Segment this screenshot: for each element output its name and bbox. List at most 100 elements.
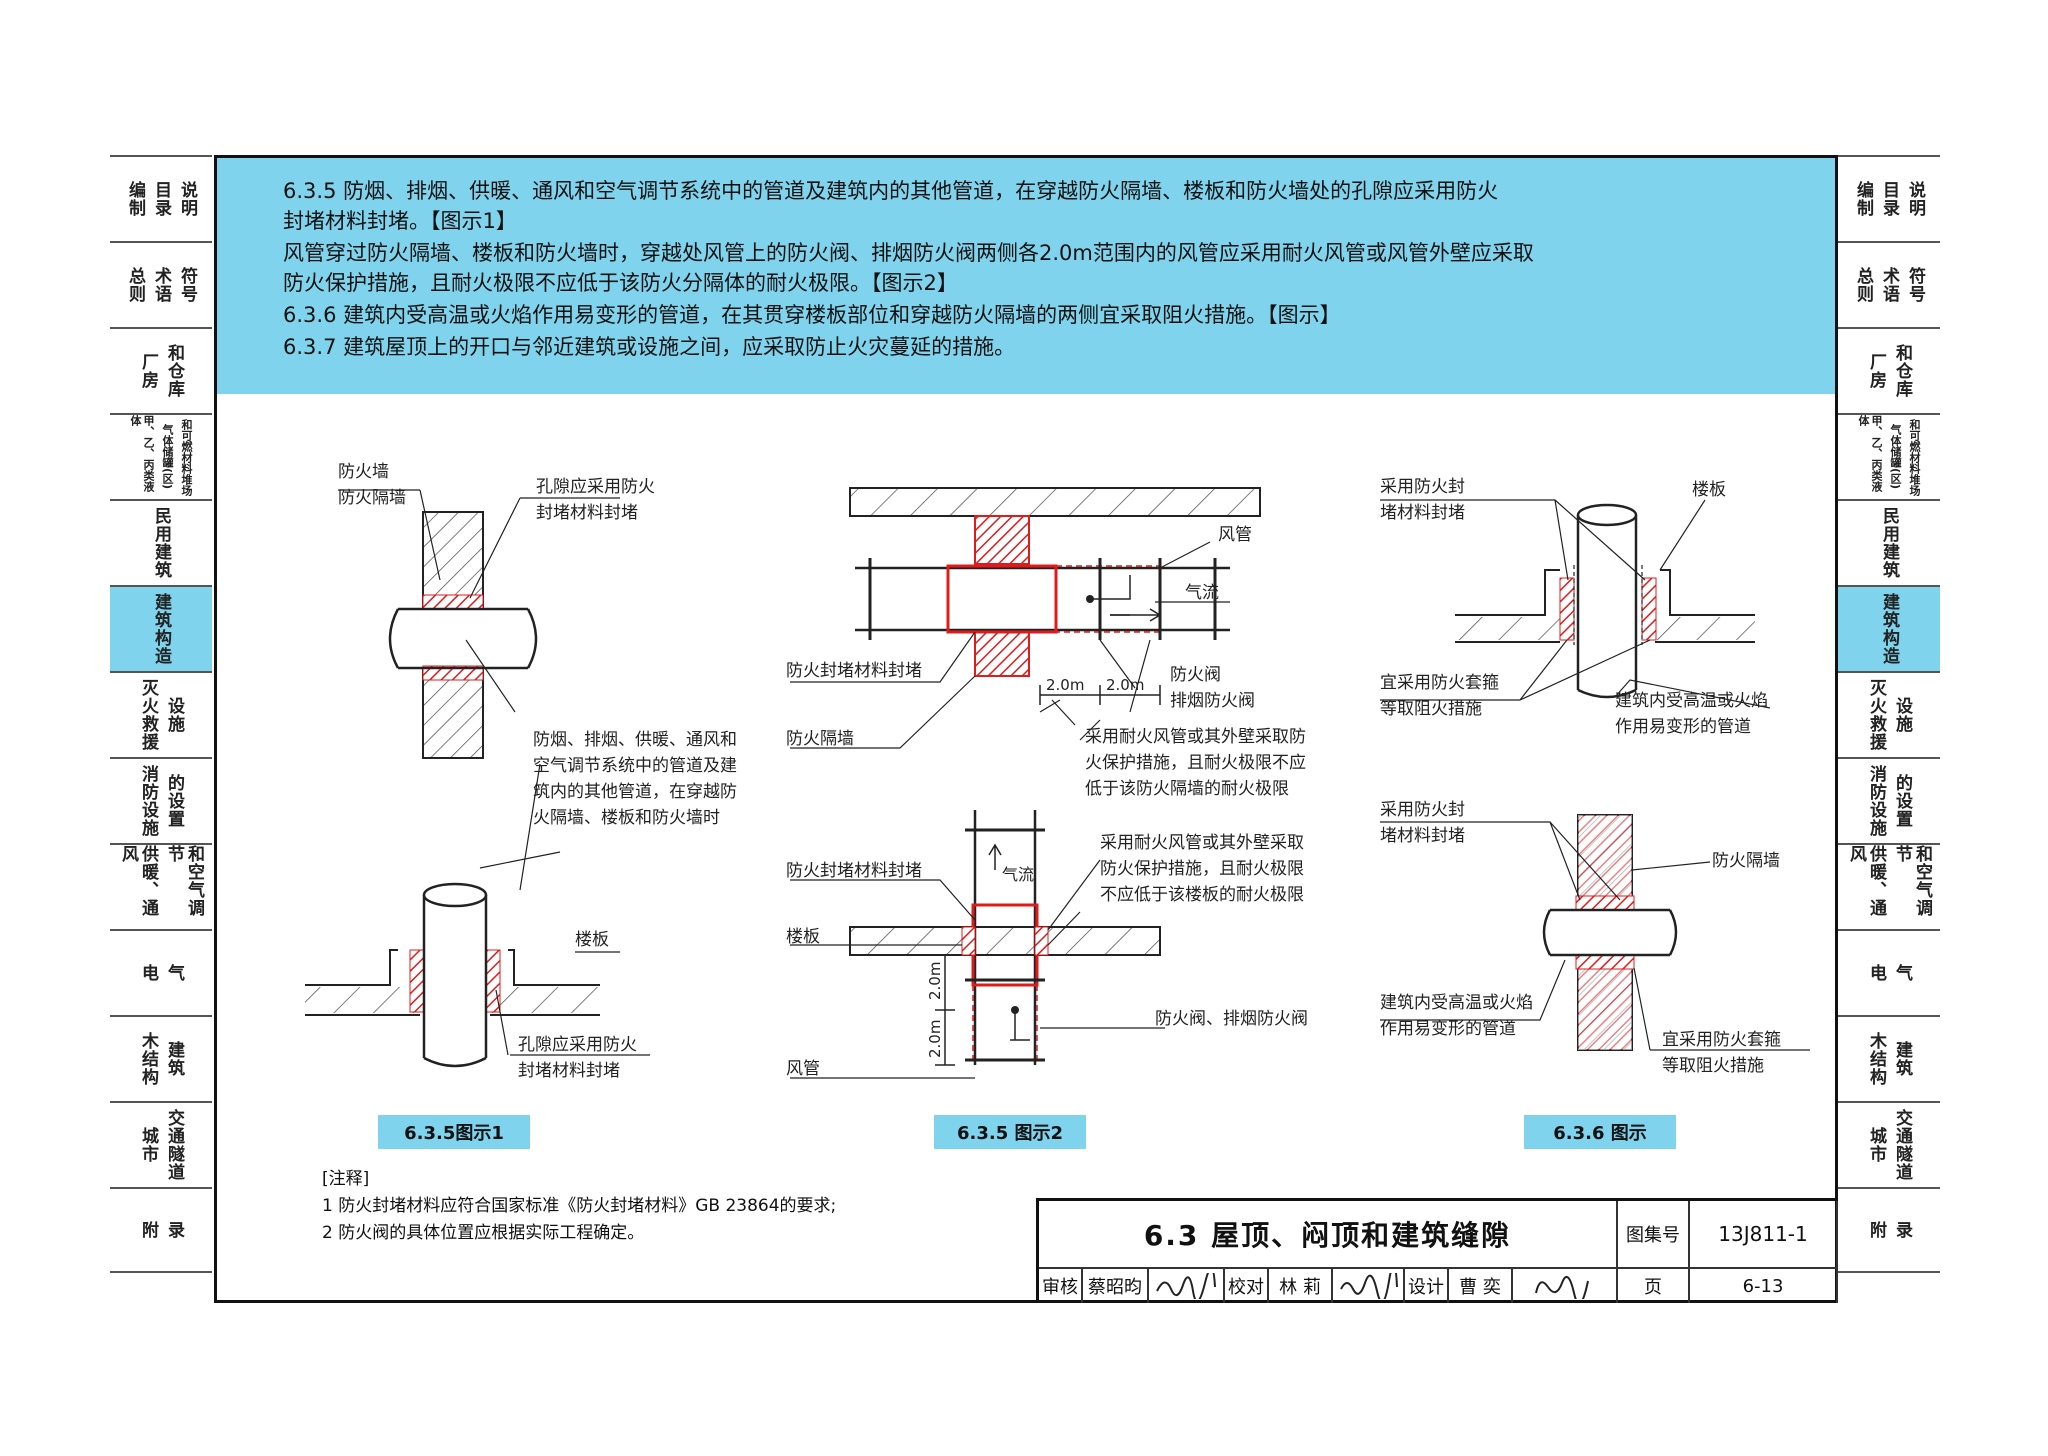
fig3-pipe-2: 作用易变形的管道: [1615, 717, 1751, 737]
chapter-tab[interactable]: 灭火救援设施: [110, 671, 212, 757]
chapter-tab-label: 的设置: [164, 774, 184, 828]
chapter-tab[interactable]: 电气: [1838, 929, 1940, 1015]
chapter-tab[interactable]: 木结构建筑: [110, 1015, 212, 1101]
fig2-caption: 6.3.5 图示2: [934, 1115, 1086, 1149]
chapter-tab-label: 木结构: [138, 1032, 158, 1086]
design-label: 设计: [1405, 1269, 1449, 1303]
chapter-tab[interactable]: 编制目录说明: [1838, 155, 1940, 241]
notes-heading: [注释]: [322, 1169, 370, 1189]
note-1: 1 防火封堵材料应符合国家标准《防火封堵材料》GB 23864的要求;: [322, 1196, 837, 1216]
fig2-dim-left: 2.0m: [1046, 676, 1084, 694]
chapter-tab[interactable]: 厂房和仓库: [1838, 327, 1940, 413]
chapter-tab-label: 厂房: [138, 353, 158, 389]
chapter-tab-label: 民用建筑: [1879, 507, 1899, 579]
fig1-label-seal-b-2: 封堵材料封堵: [518, 1061, 620, 1081]
fig3-pipe-1: 建筑内受高温或火焰: [1615, 691, 1768, 711]
chapter-tab[interactable]: 总则术语符号: [110, 241, 212, 327]
fig2-label-duct: 风管: [1218, 525, 1252, 545]
chapter-tab[interactable]: 民用建筑: [1838, 499, 1940, 585]
chapter-tab[interactable]: 消防设施的设置: [110, 757, 212, 843]
chapter-tab-label: 目录: [1879, 181, 1899, 217]
atlas-label: 图集号: [1618, 1201, 1690, 1269]
chapter-tab[interactable]: 城市交通隧道: [1838, 1101, 1940, 1187]
chapter-tab-label: 气体储罐(区): [161, 424, 174, 490]
chapter-tab-label: 编制: [1853, 181, 1873, 217]
fig2-v-seal: 防火封堵材料封堵: [786, 861, 922, 881]
chapter-tab-label: 木结构: [1866, 1032, 1886, 1086]
chapter-tab[interactable]: 编制目录说明: [110, 155, 212, 241]
chapter-tab[interactable]: 甲、乙、丙类液体气体储罐(区) 和可燃材料堆场: [110, 413, 212, 499]
chapter-tab[interactable]: 附录: [110, 1187, 212, 1273]
sheet-title: 6.3 屋顶、闷顶和建筑缝隙: [1039, 1201, 1618, 1269]
chapter-tab-label: 总则: [125, 267, 145, 303]
chapter-tab-label: 和仓库: [164, 344, 184, 398]
chapter-tab-label: 甲、乙、丙类液体: [129, 415, 155, 492]
fig2-v-note-1: 采用耐火风管或其外壁采取: [1100, 833, 1304, 853]
chapter-tab[interactable]: 建筑构造: [110, 585, 212, 671]
fig2-label-airflow: 气流: [1185, 583, 1219, 603]
chapter-tab-label: 和可燃材料堆场: [180, 418, 193, 496]
chapter-tab[interactable]: 民用建筑: [110, 499, 212, 585]
fig3-slab: 楼板: [1692, 480, 1726, 500]
chapter-tab[interactable]: 厂房和仓库: [110, 327, 212, 413]
fig3-sleeve-2: 等取阻火措施: [1380, 699, 1482, 719]
chapter-tab[interactable]: 消防设施的设置: [1838, 757, 1940, 843]
chapter-tab[interactable]: 灭火救援设施: [1838, 671, 1940, 757]
fig2-v-note-2: 防火保护措施，且耐火极限: [1100, 859, 1304, 879]
chapter-tab[interactable]: 供暖、通风和空气调节: [1838, 843, 1940, 929]
fig2-dim-right: 2.0m: [1106, 676, 1144, 694]
fig2-v-airflow: 气流: [1002, 865, 1034, 884]
chapter-tab-label: 气: [1892, 964, 1912, 982]
chapter-tab-label: 设施: [164, 697, 184, 733]
note-2: 2 防火阀的具体位置应根据实际工程确定。: [322, 1223, 645, 1243]
fig1-label-fire-partition: 防火隔墙: [338, 488, 406, 508]
figure-2: 2.0m 2.0m 风管 气流 防火封堵材料封堵 防火阀 排烟防火阀 防火隔墙 …: [786, 487, 1308, 1079]
fig2-note-2: 火保护措施，且耐火极限不应: [1085, 753, 1306, 773]
chapter-tab[interactable]: 附录: [1838, 1187, 1940, 1273]
chapter-tab[interactable]: 供暖、通风和空气调节: [110, 843, 212, 929]
chapter-tab-label: 符号: [1905, 267, 1925, 303]
fig1-desc-2: 空气调节系统中的管道及建: [533, 756, 737, 776]
fig1-caption: 6.3.5图示1: [378, 1115, 530, 1149]
chapter-tab-label: 气体储罐(区): [1889, 424, 1902, 490]
fig2-note-3: 低于该防火隔墙的耐火极限: [1085, 779, 1289, 799]
right-chapter-index: 编制目录说明总则术语符号厂房和仓库甲、乙、丙类液体气体储罐(区)和可燃材料堆场民…: [1838, 155, 1940, 1273]
notes: [注释] 1 防火封堵材料应符合国家标准《防火封堵材料》GB 23864的要求;…: [322, 1166, 836, 1247]
clause-6-3-7: 6.3.7 建筑屋顶上的开口与邻近建筑或设施之间，应采取防止火灾蔓延的措施。: [283, 335, 1016, 359]
fig2-note-1: 采用耐火风管或其外壁采取防: [1085, 727, 1306, 747]
chapter-tab[interactable]: 总则术语符号: [1838, 241, 1940, 327]
fig1-label-seal-a-1: 孔隙应采用防火: [536, 477, 655, 497]
chapter-tab-label: 和仓库: [1892, 344, 1912, 398]
reviewer-signature: [1149, 1269, 1225, 1303]
chapter-tab-label: 和空气调节: [1892, 845, 1932, 917]
chapter-tab-label: 供暖、通风: [1846, 845, 1886, 917]
chapter-tab[interactable]: 建筑构造: [1838, 585, 1940, 671]
check-label: 校对: [1225, 1269, 1269, 1303]
chapter-tab[interactable]: 电气: [110, 929, 212, 1015]
fig3-seal-1: 采用防火封: [1380, 477, 1465, 497]
chapter-tab-label: 电: [1866, 964, 1886, 982]
fig2-label-partition: 防火隔墙: [786, 729, 854, 749]
fig3-pipe-b-1: 建筑内受高温或火焰: [1380, 993, 1533, 1013]
fig2-v-slab: 楼板: [786, 927, 820, 947]
page-label: 页: [1618, 1269, 1690, 1303]
fig2-v-duct: 风管: [786, 1059, 820, 1079]
fig2-vdim-top: 2.0m: [926, 962, 944, 1000]
chapter-tab-label: 灭火救援: [1866, 679, 1886, 751]
fig1-label-seal-a-2: 封堵材料封堵: [536, 503, 638, 523]
designer-signature: [1513, 1269, 1618, 1303]
chapter-tab[interactable]: 甲、乙、丙类液体气体储罐(区)和可燃材料堆场: [1838, 413, 1940, 499]
chapter-tab-label: 设施: [1892, 697, 1912, 733]
chapter-tab[interactable]: 城市交通隧道: [110, 1101, 212, 1187]
drawing-frame: [214, 155, 1838, 1303]
chapter-tab-label: 厂房: [1866, 353, 1886, 389]
chapter-tab-label: 建筑: [164, 1041, 184, 1077]
chapter-tab-label: 的设置: [1892, 774, 1912, 828]
checker-name: 林 莉: [1269, 1269, 1333, 1303]
review-label: 审核: [1039, 1269, 1083, 1303]
fig1-desc-4: 火隔墙、楼板和防火墙时: [533, 808, 720, 828]
chapter-tab[interactable]: 木结构建筑: [1838, 1015, 1940, 1101]
fig3-partition: 防火隔墙: [1712, 851, 1780, 871]
title-block: 6.3 屋顶、闷顶和建筑缝隙 图集号 13J811-1 审核 蔡昭昀 校对 林 …: [1036, 1198, 1838, 1303]
checker-signature: [1333, 1269, 1405, 1303]
